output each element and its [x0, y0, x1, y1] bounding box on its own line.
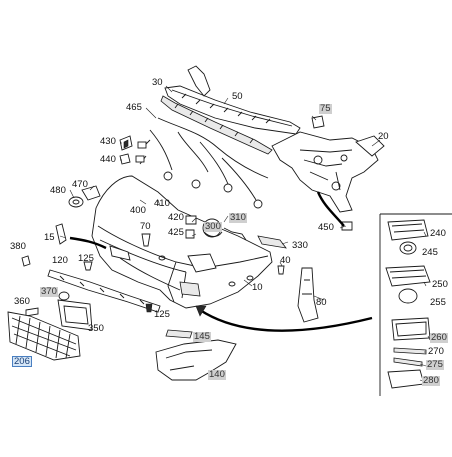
label-270[interactable]: 270 [428, 346, 444, 357]
part-70-bolt[interactable] [141, 233, 151, 247]
label-75[interactable]: 75 [319, 103, 332, 114]
label-275[interactable]: 275 [426, 359, 444, 370]
wiring-harness-465[interactable] [135, 117, 269, 209]
label-20[interactable]: 20 [378, 131, 389, 142]
part-10-bumper-cover[interactable] [91, 175, 273, 309]
part-440-connector[interactable] [119, 153, 131, 165]
label-245[interactable]: 245 [422, 247, 438, 258]
label-80[interactable]: 80 [316, 297, 327, 308]
label-10[interactable]: 10 [252, 282, 263, 293]
part-275-strip[interactable] [393, 357, 423, 367]
part-20-bracket[interactable] [271, 131, 385, 213]
label-370[interactable]: 370 [40, 286, 58, 297]
label-380[interactable]: 380 [10, 241, 26, 252]
label-430[interactable]: 430 [100, 136, 116, 147]
label-50[interactable]: 50 [232, 91, 243, 102]
label-240[interactable]: 240 [430, 228, 446, 239]
part-425-clip[interactable] [185, 229, 195, 239]
assembly-arrow-left [69, 236, 107, 250]
label-255[interactable]: 255 [430, 297, 446, 308]
part-240-fog-cover[interactable] [387, 219, 429, 241]
label-300[interactable]: 300 [204, 221, 222, 232]
part-420-holder[interactable] [185, 215, 197, 225]
part-330-strip[interactable] [257, 235, 287, 249]
part-80-guide[interactable] [297, 267, 319, 323]
part-250-grille-insert[interactable] [385, 265, 431, 287]
label-400[interactable]: 400 [130, 205, 146, 216]
label-280[interactable]: 280 [422, 375, 440, 386]
part-245-ring[interactable] [399, 241, 417, 255]
label-30[interactable]: 30 [152, 77, 163, 88]
label-125-upper[interactable]: 125 [78, 253, 94, 264]
label-420[interactable]: 420 [168, 212, 184, 223]
part-480-ring[interactable] [68, 196, 84, 208]
part-40-screw[interactable] [277, 265, 285, 275]
part-50-absorber[interactable] [164, 65, 301, 135]
side-panel-box [379, 213, 452, 396]
part-380-clip[interactable] [21, 255, 31, 267]
part-370-nut[interactable] [58, 291, 70, 301]
label-470[interactable]: 470 [72, 179, 88, 190]
label-206-selected[interactable]: 206 [12, 356, 32, 367]
label-310[interactable]: 310 [229, 212, 247, 223]
label-15[interactable]: 15 [44, 232, 55, 243]
part-350-plate-bracket[interactable] [57, 299, 93, 331]
part-360-screw[interactable] [25, 307, 39, 317]
part-120-spoiler[interactable] [47, 269, 161, 313]
label-410[interactable]: 410 [154, 198, 170, 209]
label-70[interactable]: 70 [140, 221, 151, 232]
leader-lines [59, 85, 431, 383]
part-150-bracket[interactable] [55, 223, 67, 245]
part-145-strip[interactable] [165, 329, 193, 339]
label-40[interactable]: 40 [280, 255, 291, 266]
label-145[interactable]: 145 [193, 331, 211, 342]
part-206-grille[interactable] [7, 311, 81, 361]
label-425[interactable]: 425 [168, 227, 184, 238]
part-255-ring[interactable] [398, 288, 418, 304]
label-450[interactable]: 450 [318, 222, 334, 233]
part-260-frame[interactable] [391, 317, 431, 341]
label-250[interactable]: 250 [432, 279, 448, 290]
assembly-arrow-bracket [316, 191, 345, 227]
label-480[interactable]: 480 [50, 185, 66, 196]
label-330[interactable]: 330 [292, 240, 308, 251]
label-260[interactable]: 260 [430, 332, 448, 343]
part-270-strip[interactable] [393, 347, 427, 355]
label-120[interactable]: 120 [52, 255, 68, 266]
label-350[interactable]: 350 [88, 323, 104, 334]
part-140-panel[interactable] [155, 339, 237, 381]
label-360[interactable]: 360 [14, 296, 30, 307]
label-465[interactable]: 465 [126, 102, 142, 113]
label-140[interactable]: 140 [208, 369, 226, 380]
part-125-screw-a[interactable] [83, 261, 93, 271]
label-440[interactable]: 440 [100, 154, 116, 165]
label-125-lower[interactable]: 125 [154, 309, 170, 320]
part-125-screw-b[interactable] [145, 303, 153, 313]
part-430-connector[interactable] [119, 135, 133, 151]
part-470-holder[interactable] [81, 185, 101, 201]
assembly-arrow-right [195, 305, 373, 332]
part-30-strip[interactable] [160, 95, 273, 155]
part-310-cable[interactable] [223, 227, 247, 241]
part-280-cover[interactable] [387, 369, 425, 389]
